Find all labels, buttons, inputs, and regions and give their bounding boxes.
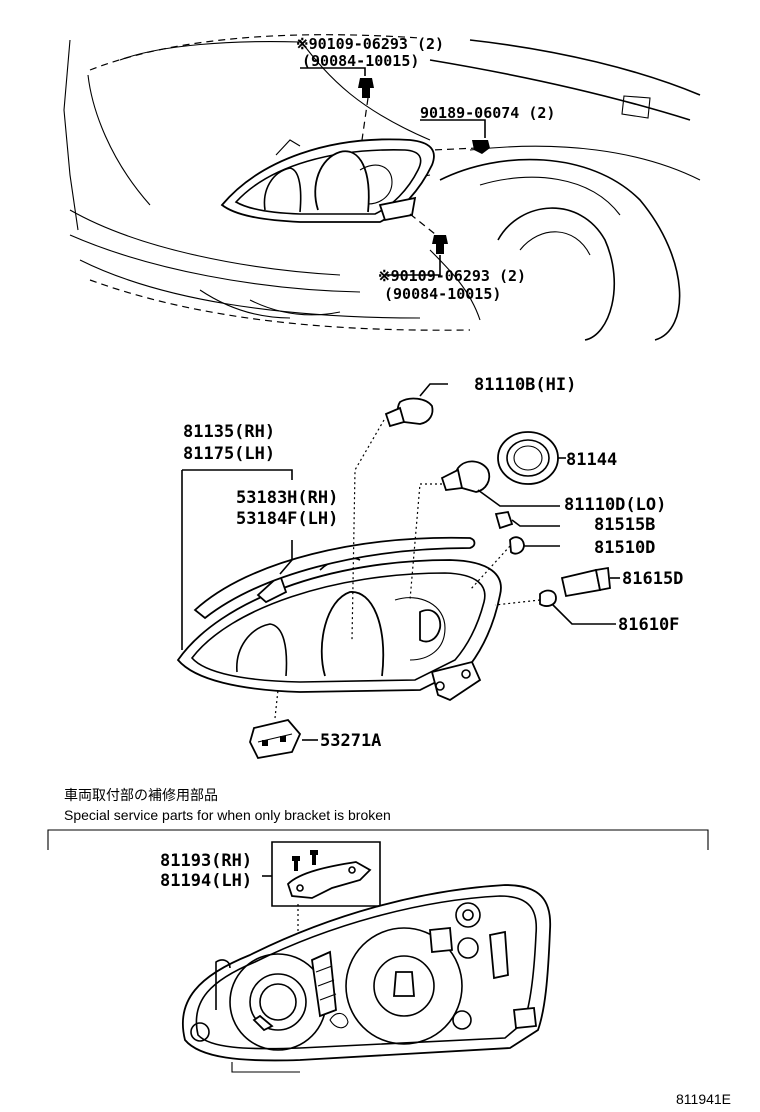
socket-1-icon	[494, 510, 514, 530]
service-note-jp: 車両取付部の補修用部品	[64, 787, 218, 803]
leader-bolt-lower	[385, 255, 441, 276]
socket-2-icon	[560, 566, 611, 598]
leader-nut	[420, 119, 486, 138]
bracket-kit-icon	[286, 850, 372, 899]
dotline-bulb-lo	[409, 483, 442, 601]
leader-bolt-upper	[300, 67, 366, 76]
part-bulb-2: 81610F	[618, 615, 679, 635]
part-unit-rh: 81135(RH)	[183, 422, 275, 442]
bulb-1-icon	[509, 536, 525, 555]
leader-bulb-lo	[477, 489, 560, 507]
bolt-lower-alt-number: (90084-10015)	[384, 285, 501, 303]
figure-id: 811941E	[676, 1091, 731, 1107]
headlamp-rear-view	[181, 884, 552, 1073]
dotline-bulb-hi	[351, 419, 385, 641]
service-section-frame	[47, 829, 709, 850]
leader-socket-1	[511, 519, 560, 527]
bolt-upper-number: ※90109-06293 (2)	[296, 35, 444, 53]
part-socket-2: 81615D	[622, 569, 683, 589]
headlamp-mounted	[220, 97, 479, 239]
bracket-unit-top	[182, 469, 293, 480]
part-bracket-rh: 81193(RH)	[160, 851, 252, 871]
part-bulb-lo: 81110D(LO)	[564, 495, 666, 515]
car-body-sketch	[63, 34, 701, 341]
leader-bulb-hi	[419, 383, 448, 397]
part-trim-rh: 53183H(RH)	[236, 488, 338, 508]
bolt-upper-alt-number: (90084-10015)	[302, 52, 419, 70]
nut-icon	[472, 140, 490, 154]
bolt-lower-number: ※90109-06293 (2)	[378, 267, 526, 285]
bulb-2-icon	[539, 589, 557, 607]
headlamp-unit	[176, 557, 502, 702]
part-unit-lh: 81175(LH)	[183, 444, 275, 464]
part-trim-lh: 53184F(LH)	[236, 509, 338, 529]
bolt-lower-icon	[432, 235, 448, 254]
part-bracket-lh: 81194(LH)	[160, 871, 252, 891]
bulb-lo-icon	[440, 460, 491, 493]
dotline-bulb-2	[494, 599, 541, 606]
bolt-upper-icon	[358, 78, 374, 98]
retainer-ring-icon	[497, 431, 559, 485]
nut-number: 90189-06074 (2)	[420, 104, 555, 122]
leader-trim	[279, 540, 293, 575]
trim-strip	[193, 536, 476, 620]
part-socket-1: 81515B	[594, 515, 655, 535]
part-clip: 53271A	[320, 731, 381, 751]
service-note-en: Special service parts for when only brac…	[64, 807, 391, 823]
clip-icon	[249, 718, 302, 760]
bulb-hi-icon	[384, 397, 434, 428]
part-retainer: 81144	[566, 450, 617, 470]
leader-bulb-2	[551, 603, 616, 625]
part-bulb-hi: 81110B(HI)	[474, 375, 576, 395]
part-bulb-1: 81510D	[594, 538, 655, 558]
dotline-clip	[274, 689, 279, 719]
